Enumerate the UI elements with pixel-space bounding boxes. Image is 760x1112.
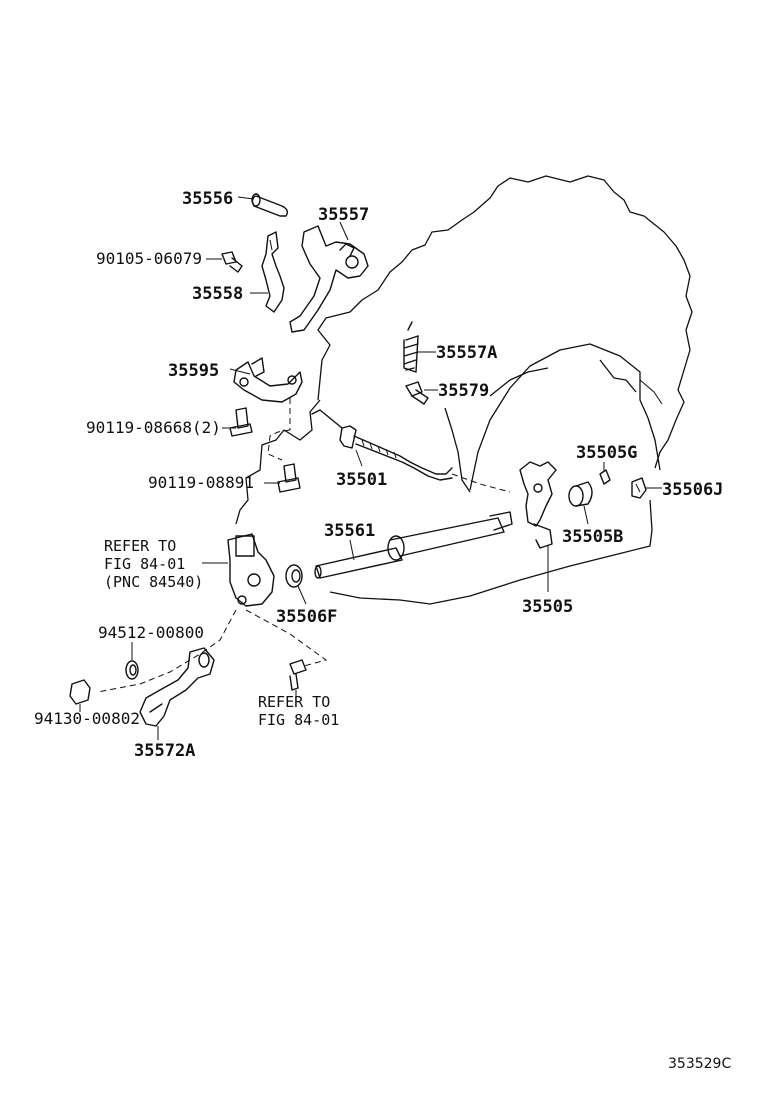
part-35506J-clip[interactable] [631,477,647,499]
part-35505-lever[interactable] [519,461,557,549]
label-35558: 35558 [192,284,243,304]
part-35561-shaft[interactable] [314,511,513,579]
leader-35556 [237,196,255,200]
part-35557A-spring[interactable] [403,321,419,373]
transmission-case-outline [235,175,693,605]
refer-note-2-line2: FIG 84-01 [258,711,339,729]
label-35561: 35561 [324,521,375,541]
label-35579: 35579 [438,381,489,401]
part-90119-08668-bolt[interactable] [229,407,253,437]
label-35505G: 35505G [576,443,637,463]
label-90105-06079: 90105-06079 [96,249,202,268]
dash-guide-5 [245,609,328,667]
label-35506F: 35506F [276,607,337,627]
refer-note-1-line3: (PNC 84540) [104,573,203,591]
label-35557A: 35557A [436,343,497,363]
dash-guide-3 [451,473,511,493]
dash-guide-4 [97,609,237,693]
label-94512-00800: 94512-00800 [98,623,204,642]
leader-35557 [339,221,349,241]
label-35572A: 35572A [134,741,195,761]
part-90105-06079-bolt[interactable] [221,251,243,273]
part-35505B-collar[interactable] [568,481,593,507]
label-35505: 35505 [522,597,573,617]
refer-bolt[interactable] [289,659,307,691]
label-35505B: 35505B [562,527,623,547]
leader-35595 [229,368,251,375]
label-35506J: 35506J [662,480,723,500]
leader-35501 [355,449,363,467]
leader-35506F [297,585,307,605]
part-35505G-pin[interactable] [599,469,611,485]
leader-35561 [349,539,355,561]
part-35595-bracket[interactable] [233,357,303,403]
part-90119-08891-bolt[interactable] [277,463,301,493]
leader-35505B [583,505,589,525]
part-35572A-arm[interactable] [139,647,215,727]
refer-note-2-line1: REFER TO [258,693,330,711]
label-90119-08668: 90119-08668(2) [86,418,221,437]
label-35556: 35556 [182,189,233,209]
dash-guide-2 [267,429,291,461]
part-35558-bracket[interactable] [261,231,285,313]
refer-note-1-line1: REFER TO [104,537,176,555]
part-35501-cable[interactable] [311,409,453,481]
label-35501: 35501 [336,470,387,490]
neutral-start-switch[interactable] [227,533,275,607]
label-94130-00802: 94130-00802 [34,709,140,728]
label-90119-08891: 90119-08891 [148,473,254,492]
label-35557: 35557 [318,205,369,225]
part-35579-plug[interactable] [405,381,429,405]
refer-note-1-line2: FIG 84-01 [104,555,185,573]
part-35557-lever[interactable] [289,225,369,333]
part-94130-00802-nut[interactable] [69,679,91,705]
part-35556-pin[interactable] [251,193,289,217]
part-35506F-seal[interactable] [285,564,303,588]
part-94512-00800-washer[interactable] [125,660,139,680]
label-35595: 35595 [168,361,219,381]
drawing-code: 353529C [668,1056,731,1072]
